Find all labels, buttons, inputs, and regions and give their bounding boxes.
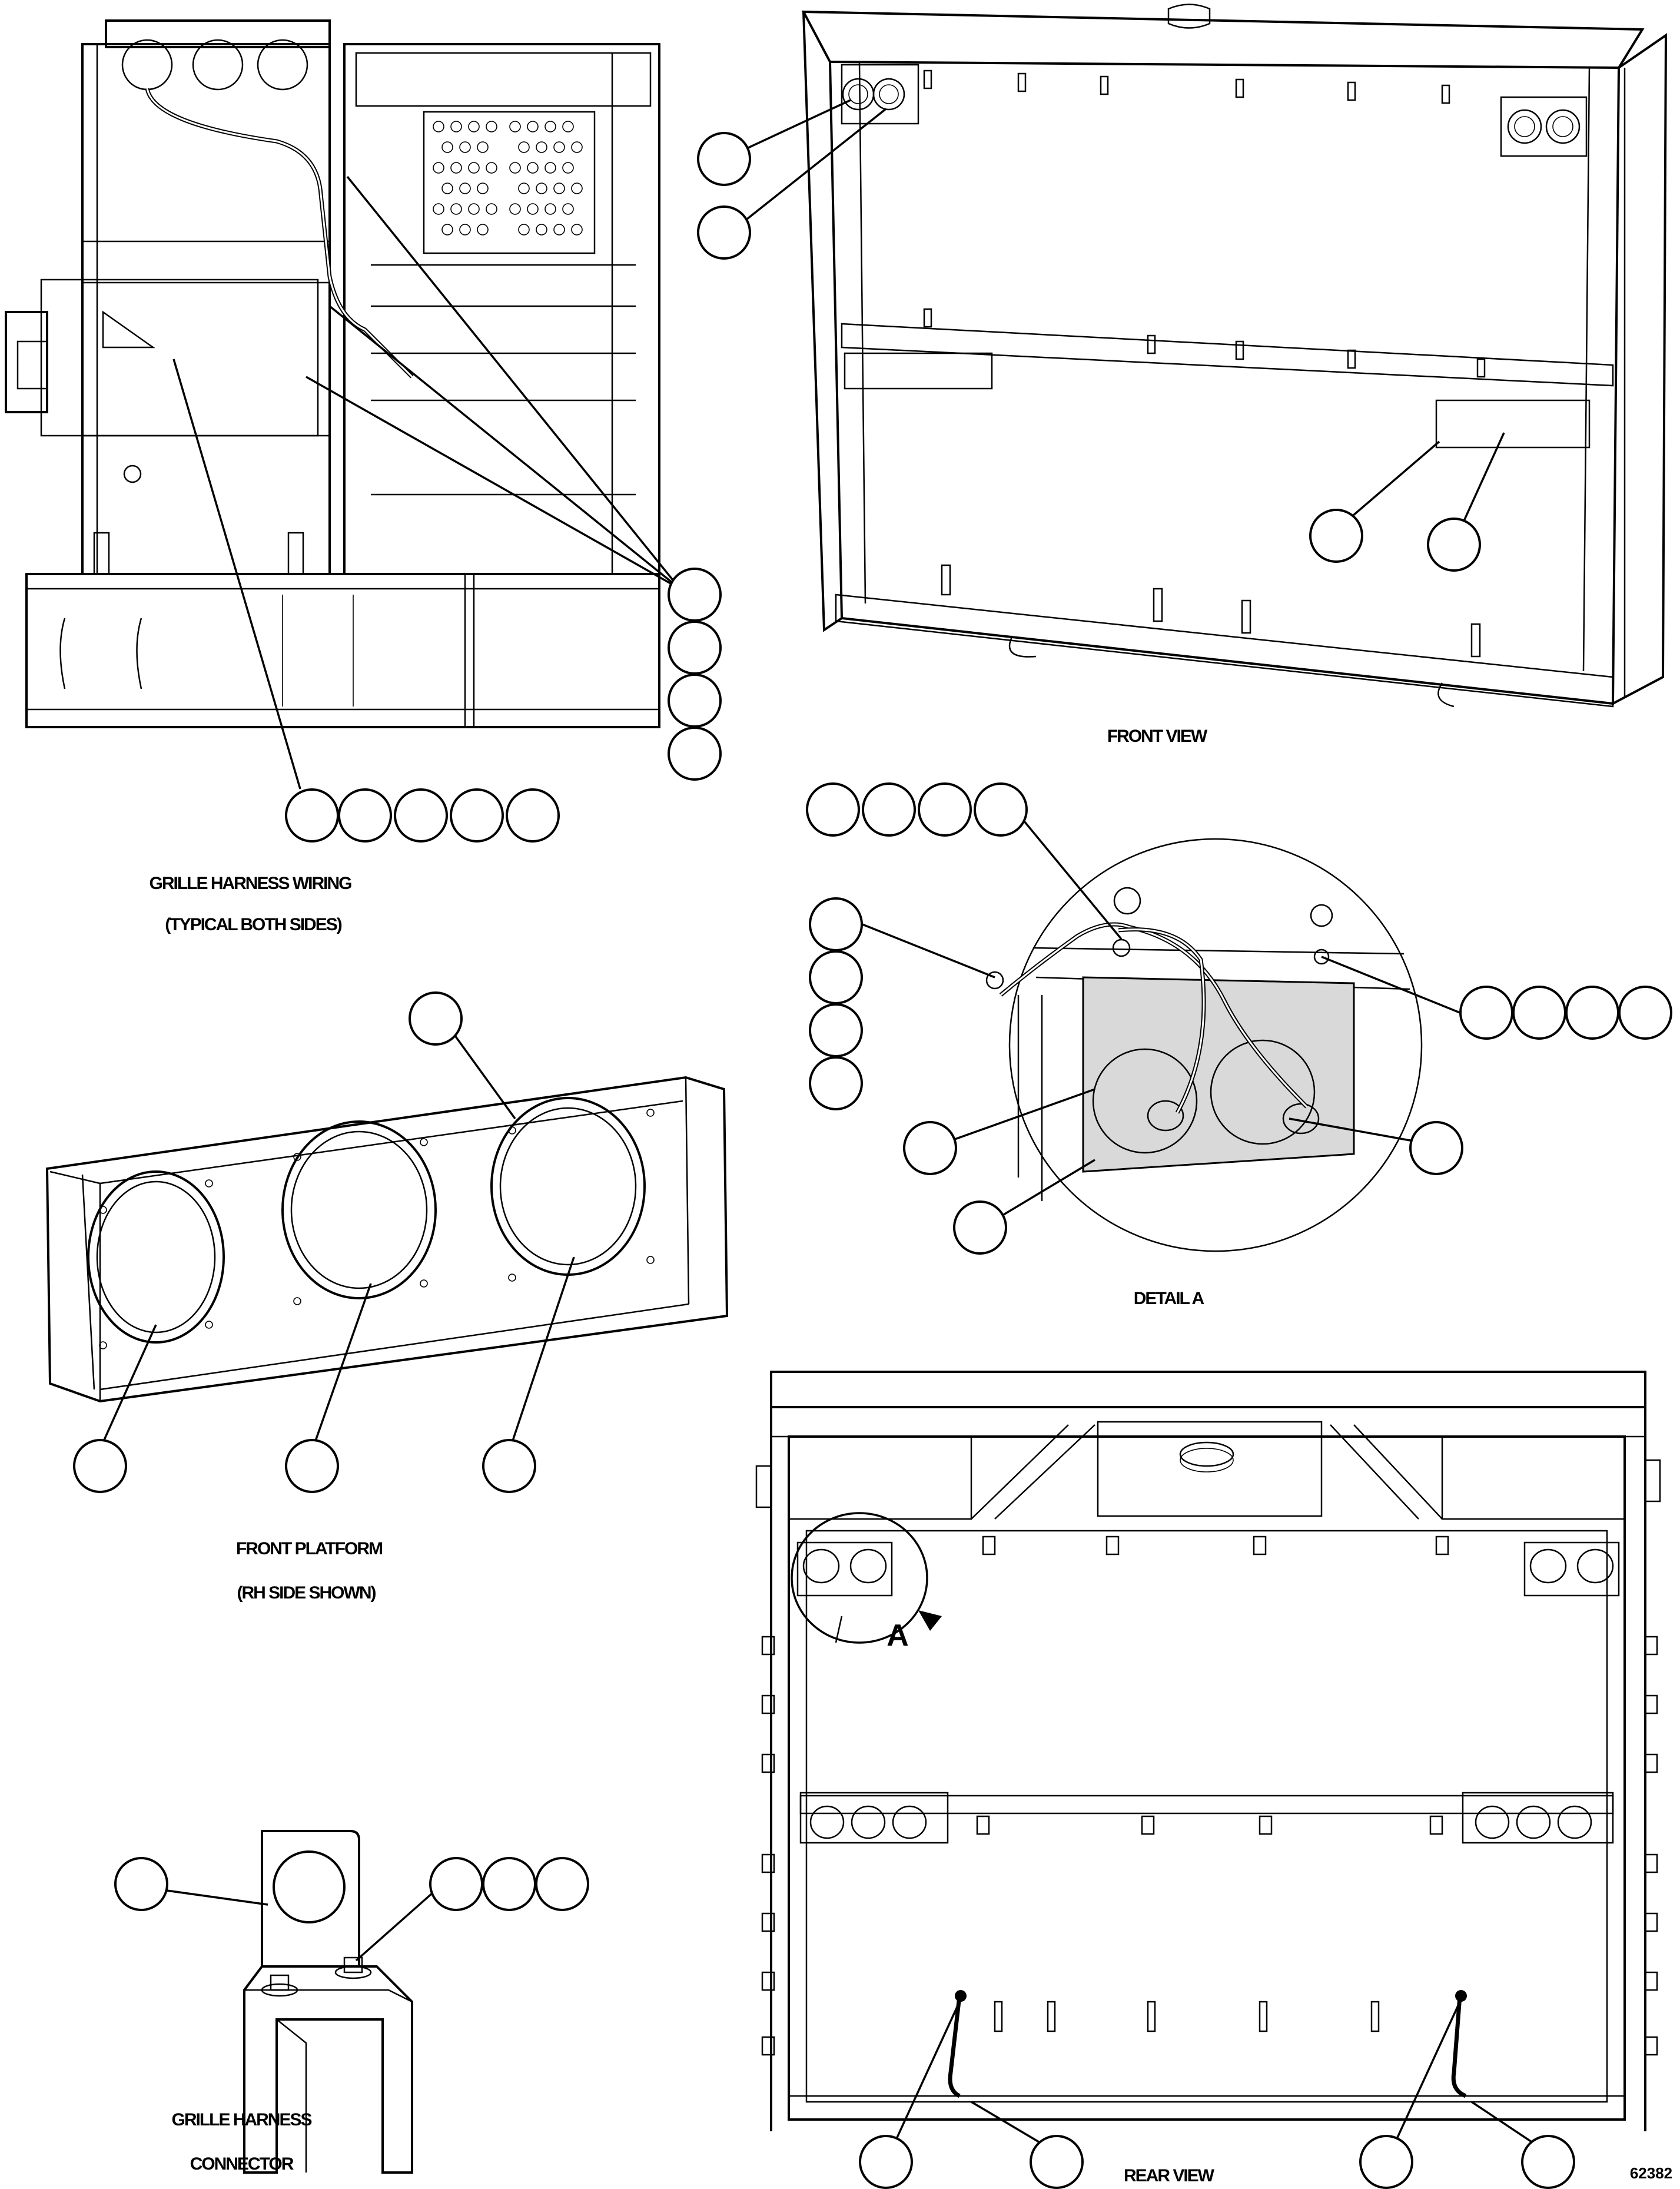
rear-view-caption: REAR VIEW [1124,2166,1215,2185]
grille-harness-connector-caption: GRILLE HARNESS [171,2110,311,2130]
front-platform-view: FRONT PLATFORM (RH SIDE SHOWN) [45,991,729,1603]
grille-harness-wiring-view: GRILLE HARNESS WIRING (TYPICAL BOTH SIDE… [5,19,722,934]
front-platform-caption: FRONT PLATFORM [236,1539,382,1558]
figure-number: 62382 [1630,2164,1672,2182]
detail-a-marker: A [887,1618,909,1653]
grille-harness-connector-view: GRILLE HARNESS CONNECTOR [114,1830,589,2174]
detail-a-view: DETAIL A [806,782,1672,1308]
grille-harness-wiring-caption: GRILLE HARNESS WIRING [149,874,351,893]
detail-a-caption: DETAIL A [1134,1289,1204,1308]
rear-view: A REAR VIEW [755,1371,1661,2189]
front-platform-subcaption: (RH SIDE SHOWN) [237,1583,376,1603]
front-view: FRONT VIEW [697,4,1668,746]
front-view-caption: FRONT VIEW [1107,727,1208,746]
grille-harness-connector-subcaption: CONNECTOR [190,2154,294,2174]
grille-harness-wiring-subcaption: (TYPICAL BOTH SIDES) [165,915,341,934]
